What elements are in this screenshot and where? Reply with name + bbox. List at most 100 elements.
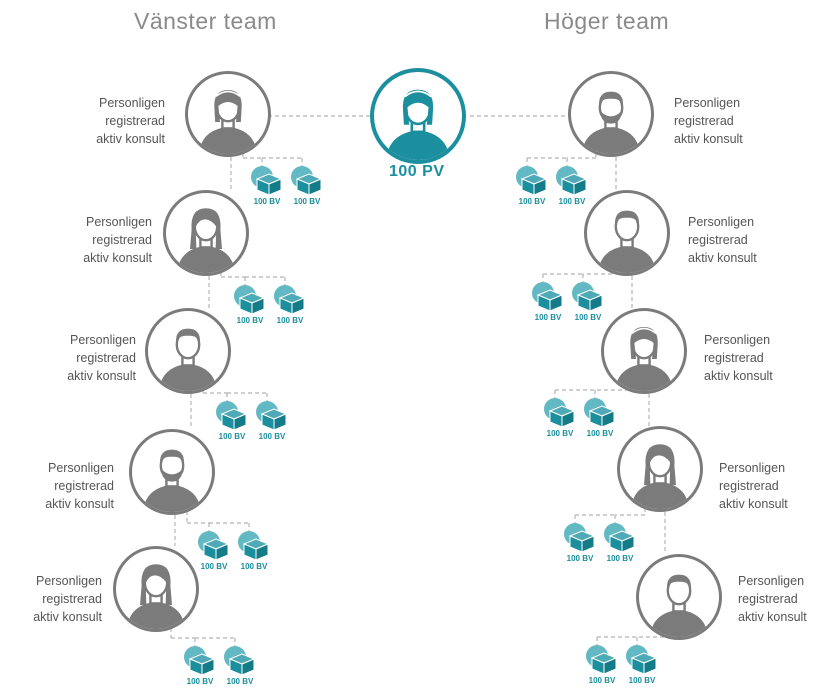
package-box-icon (278, 292, 306, 315)
left-node-5-avatar (113, 546, 199, 632)
label-line: Personligen (704, 333, 771, 347)
center-pv-label: 100 PV (389, 163, 445, 180)
woman-long-hair-avatar-icon (177, 208, 235, 273)
package-box-icon (255, 173, 283, 196)
label-line: aktiv konsult (67, 369, 136, 383)
label-line: aktiv konsult (83, 251, 152, 265)
bv-item: 100 BV (243, 166, 291, 214)
label-line: aktiv konsult (704, 369, 773, 383)
bv-label: 100 BV (253, 197, 281, 206)
center-avatar (370, 68, 466, 164)
bv-label: 100 BV (276, 316, 304, 325)
left-node-3-label: Personligen registrerad aktiv konsult (26, 331, 136, 385)
label-line: aktiv konsult (45, 497, 114, 511)
label-line: registrerad (92, 233, 152, 247)
bv-item: 100 BV (190, 531, 238, 579)
package-box-icon (220, 408, 248, 431)
right-node-2-label: Personligen registrerad aktiv konsult (688, 213, 798, 267)
bv-label: 100 BV (200, 562, 228, 571)
bv-label: 100 BV (236, 316, 264, 325)
package-box-icon (202, 538, 230, 561)
bv-label: 100 BV (628, 676, 656, 685)
right-node-3-avatar (601, 308, 687, 394)
bv-label: 100 BV (186, 677, 214, 686)
label-line: aktiv konsult (96, 132, 165, 146)
right-node-5-bv-group: 100 BV 100 BV (578, 645, 674, 689)
left-node-4-bv-group: 100 BV 100 BV (190, 531, 286, 579)
left-node-1-bv-group: 100 BV 100 BV (243, 166, 339, 214)
bv-label: 100 BV (558, 197, 586, 206)
package-box-icon (536, 289, 564, 312)
bv-label: 100 BV (574, 313, 602, 322)
bv-item: 100 BV (248, 401, 296, 449)
package-box-icon (608, 530, 636, 553)
label-line: Personligen (98, 96, 165, 110)
bv-label: 100 BV (258, 432, 286, 441)
bv-label: 100 BV (534, 313, 562, 322)
label-line: Personligen (35, 574, 102, 588)
right-node-5-avatar (636, 554, 722, 640)
right-node-4-avatar (617, 426, 703, 512)
bv-label: 100 BV (546, 429, 574, 438)
bv-item: 100 BV (564, 282, 612, 330)
bv-item: 100 BV (226, 285, 274, 333)
right-node-5-label: Personligen registrerad aktiv konsult (738, 572, 839, 626)
bv-label: 100 BV (518, 197, 546, 206)
label-line: registrerad (76, 351, 136, 365)
woman-avatar-icon (199, 90, 257, 154)
woman-long-hair-avatar-icon (127, 564, 185, 629)
label-line: Personligen (688, 215, 755, 229)
bv-item: 100 BV (176, 646, 224, 689)
label-line: aktiv konsult (688, 251, 757, 265)
left-node-2-avatar (163, 190, 249, 276)
right-node-4-bv-group: 100 BV 100 BV (556, 523, 652, 571)
right-node-2-avatar (584, 190, 670, 276)
package-box-icon (560, 173, 588, 196)
label-line: registrerad (688, 233, 748, 247)
label-line: registrerad (704, 351, 764, 365)
bv-label: 100 BV (566, 554, 594, 563)
bv-item: 100 BV (578, 645, 626, 689)
label-line: aktiv konsult (738, 610, 807, 624)
package-box-icon (242, 538, 270, 561)
right-node-1-bv-group: 100 BV 100 BV (508, 166, 604, 214)
bv-label: 100 BV (293, 197, 321, 206)
package-box-icon (188, 653, 216, 676)
bv-item: 100 BV (508, 166, 556, 214)
left-node-5-bv-group: 100 BV 100 BV (176, 646, 272, 689)
package-box-icon (548, 405, 576, 428)
bv-label: 100 BV (588, 676, 616, 685)
label-line: Personligen (69, 333, 136, 347)
label-line: aktiv konsult (674, 132, 743, 146)
label-line: Personligen (738, 574, 805, 588)
bv-label: 100 BV (240, 562, 268, 571)
bearded-man-avatar-icon (582, 91, 640, 154)
woman-long-hair-avatar-icon (631, 444, 689, 509)
right-node-1-label: Personligen registrerad aktiv konsult (674, 94, 784, 148)
bv-item: 100 BV (524, 282, 572, 330)
package-box-icon (260, 408, 288, 431)
label-line: Personligen (47, 461, 114, 475)
package-box-icon (520, 173, 548, 196)
man-avatar-icon (598, 210, 656, 273)
left-node-3-avatar (145, 308, 231, 394)
label-line: registrerad (105, 114, 165, 128)
bv-item: 100 BV (283, 166, 331, 214)
right-node-2-bv-group: 100 BV 100 BV (524, 282, 620, 330)
package-box-icon (238, 292, 266, 315)
bv-item: 100 BV (536, 398, 584, 446)
label-line: Personligen (674, 96, 741, 110)
man-avatar-icon (159, 328, 217, 391)
package-box-icon (630, 652, 658, 675)
label-line: aktiv konsult (719, 497, 788, 511)
label-line: registrerad (674, 114, 734, 128)
left-node-2-bv-group: 100 BV 100 BV (226, 285, 322, 333)
right-node-3-bv-group: 100 BV 100 BV (536, 398, 632, 446)
label-line: registrerad (738, 592, 798, 606)
bv-item: 100 BV (208, 401, 256, 449)
